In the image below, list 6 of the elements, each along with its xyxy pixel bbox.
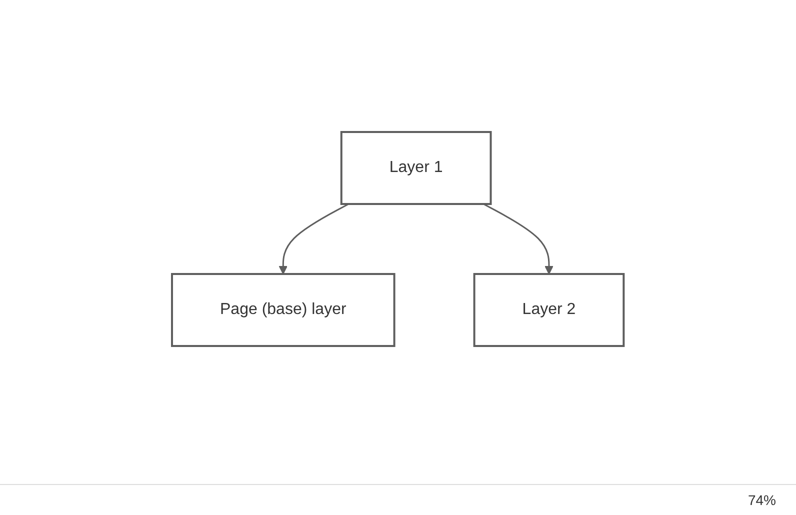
zoom-level: 74% bbox=[746, 492, 777, 508]
node-box: Layer 1 bbox=[340, 131, 492, 205]
arrow bbox=[483, 203, 554, 274]
node-box: Layer 2 bbox=[473, 273, 625, 347]
node-box: Page (base) layer bbox=[171, 273, 396, 347]
arrow bbox=[278, 203, 350, 274]
